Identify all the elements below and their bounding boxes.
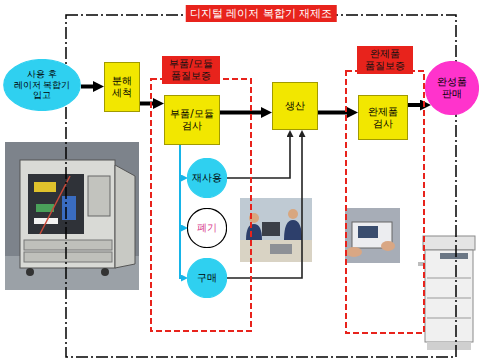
intake-ellipse: 사용 후 레이저 복합기 입고 bbox=[3, 59, 81, 111]
node-label: 부품/모듈 검사 bbox=[167, 108, 217, 132]
used-copier-photo-part bbox=[34, 182, 56, 192]
node-label: 폐기 bbox=[192, 222, 222, 234]
used-copier-photo-part bbox=[24, 252, 112, 262]
label-wrap: 생산 bbox=[275, 100, 315, 112]
used-copier-photo bbox=[5, 142, 139, 290]
flow-arrow bbox=[180, 145, 181, 278]
label-wrap: 완성품 판매 bbox=[432, 76, 472, 100]
process-box: 생산 bbox=[272, 82, 318, 130]
label-wrap: 사용 후 레이저 복합기 입고 bbox=[13, 69, 71, 101]
node-label: 사용 후 레이저 복합기 입고 bbox=[13, 69, 71, 101]
used-copier-photo-part bbox=[20, 160, 115, 268]
node-label: 분해 세척 bbox=[107, 75, 137, 99]
process-box: 부품/모듈 검사 bbox=[164, 95, 220, 145]
used-copier-photo-part bbox=[26, 268, 34, 276]
finished-copier-photo-part bbox=[425, 250, 473, 342]
region-heading: 완제품 품질보증 bbox=[361, 48, 409, 72]
workers-photo-part bbox=[284, 220, 302, 240]
workers-photo-part bbox=[270, 244, 292, 254]
region-heading-box: 디지털 레이저 복합기 재제조 bbox=[186, 5, 337, 22]
workers-photo-part bbox=[246, 224, 262, 240]
node-label: 구매 bbox=[192, 272, 222, 284]
finished-copier-photo-part bbox=[427, 278, 471, 279]
ellipse-fill bbox=[4, 60, 80, 111]
used-copier-photo-part bbox=[115, 165, 135, 268]
remanufacturing-region: 디지털 레이저 복합기 재제조분해 세척부품/모듈 품질보증부품/모듈 검사재사… bbox=[65, 14, 457, 358]
sales-ellipse: 완성품 판매 bbox=[425, 61, 479, 115]
flow-arrow bbox=[408, 103, 420, 107]
ellipse-fill bbox=[187, 158, 226, 197]
node-label: 완제품 검사 bbox=[361, 106, 405, 130]
region-heading-box: 완제품 품질보증 bbox=[357, 46, 413, 74]
flow-arrow bbox=[227, 137, 302, 278]
process-box: 완제품 검사 bbox=[358, 95, 408, 140]
outcome-circle: 구매 bbox=[187, 258, 227, 298]
inspection-photo-part bbox=[358, 226, 378, 238]
workers-photo-part bbox=[288, 209, 298, 219]
region-heading: 부품/모듈 품질보증 bbox=[166, 58, 216, 82]
region-heading: 디지털 레이저 복합기 재제조 bbox=[190, 7, 333, 20]
used-copier-photo-part bbox=[24, 240, 112, 250]
used-copier-photo-part bbox=[40, 176, 70, 234]
finished-copier-photo-part bbox=[423, 236, 475, 250]
quality-region: 부품/모듈 품질보증부품/모듈 검사재사용폐기구매 bbox=[150, 78, 252, 332]
label-wrap: 분해 세척 bbox=[107, 75, 137, 99]
flow-arrow bbox=[220, 111, 261, 115]
process-box: 분해 세척 bbox=[104, 62, 140, 112]
ellipse-fill bbox=[187, 258, 226, 297]
region-border bbox=[346, 71, 424, 333]
inspection-photo-part bbox=[345, 208, 400, 263]
finished-copier-photo-part bbox=[427, 318, 471, 319]
outcome-circle: 폐기 bbox=[187, 208, 227, 248]
label-wrap: 완제품 검사 bbox=[361, 106, 405, 130]
region-border bbox=[151, 79, 251, 331]
used-copier-photo-part bbox=[5, 142, 139, 290]
label-wrap: 폐기 bbox=[192, 222, 222, 234]
label-wrap: 구매 bbox=[192, 272, 222, 284]
inspection-photo bbox=[345, 208, 400, 263]
region-border bbox=[66, 15, 456, 357]
label-wrap: 부품/모듈 검사 bbox=[167, 108, 217, 132]
used-copier-photo-part bbox=[28, 174, 84, 234]
outcome-circle: 재사용 bbox=[187, 158, 227, 198]
inspection-photo-part bbox=[346, 247, 362, 257]
finished-copier-photo-part bbox=[427, 342, 471, 350]
used-copier-photo-part bbox=[88, 176, 110, 216]
used-copier-photo-part bbox=[62, 196, 76, 220]
region-heading-box: 부품/모듈 품질보증 bbox=[162, 56, 220, 84]
node-label: 재사용 bbox=[192, 172, 222, 184]
node-label: 완성품 판매 bbox=[432, 76, 472, 100]
flow-arrow bbox=[227, 137, 290, 178]
inspection-photo-part bbox=[381, 241, 395, 251]
ellipse-fill bbox=[187, 208, 226, 247]
finished-copier-photo-part bbox=[427, 298, 471, 299]
node-label: 생산 bbox=[275, 100, 315, 112]
finished-copier-photo bbox=[418, 236, 475, 350]
flow-arrow bbox=[318, 111, 347, 115]
label-wrap: 재사용 bbox=[192, 172, 222, 184]
ellipse-fill bbox=[426, 62, 479, 115]
workers-photo-part bbox=[262, 222, 280, 236]
quality-region: 완제품 품질보증완제품 검사 bbox=[345, 70, 425, 334]
flow-arrow bbox=[81, 85, 93, 89]
used-copier-photo-part bbox=[101, 268, 109, 276]
finished-copier-photo-part bbox=[440, 253, 468, 259]
